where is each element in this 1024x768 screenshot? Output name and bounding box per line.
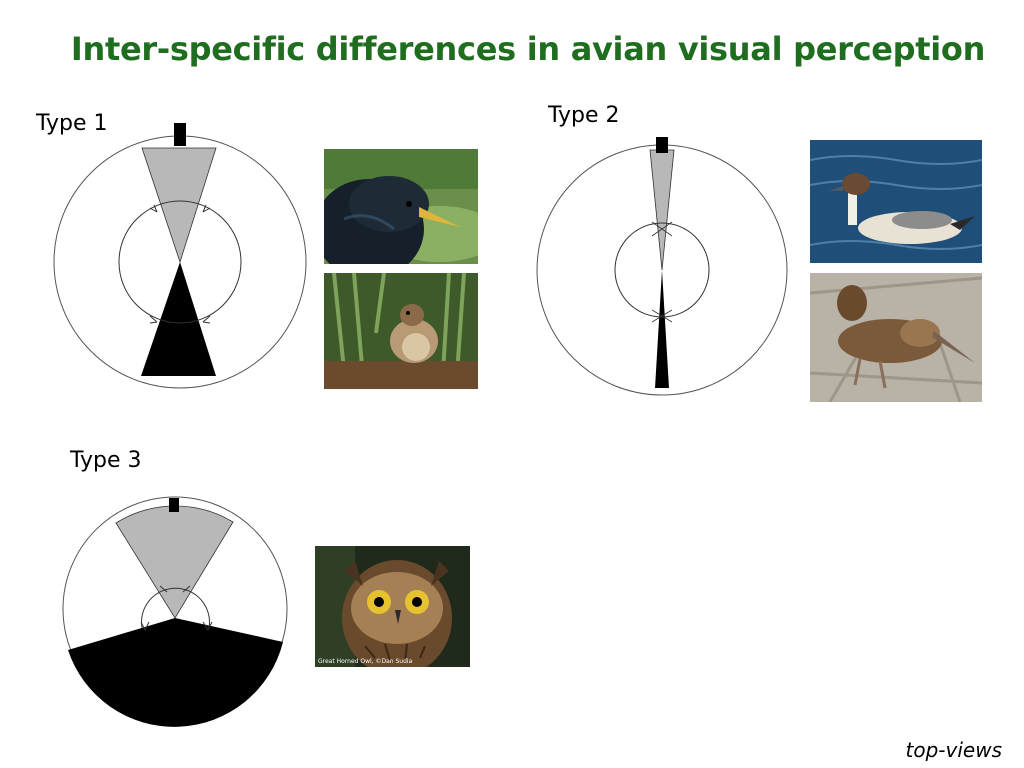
type-3-label: Type 3 (70, 448, 142, 473)
type-1-inner-circle (118, 200, 242, 324)
type-3-visual-field-diagram (62, 496, 288, 727)
type-1-arrow (149, 204, 158, 213)
type-2-arrow (651, 309, 673, 323)
type-1-label: Type 1 (36, 111, 108, 136)
owl-photo-credit: Great Horned Owl, ©Dan Sudia (318, 658, 413, 665)
type-1-visual-field-diagram (53, 123, 307, 389)
type-2-visual-field-diagram (536, 137, 788, 396)
type-3-blind-area (68, 618, 283, 727)
type-1-arrow (149, 315, 158, 324)
type-1-arrow (202, 204, 211, 213)
type-2-arrow (651, 221, 673, 237)
type-1-binocular-field (141, 147, 217, 264)
starling-photo (324, 149, 478, 264)
type-1-arrow (202, 315, 211, 324)
type-2-bill-marker (656, 137, 668, 153)
woodcock-photo (810, 273, 982, 402)
type-3-bill-marker (169, 498, 179, 512)
type-3-arrow (159, 585, 191, 593)
type-3-inner-arc (141, 587, 210, 629)
lark-photo (324, 273, 478, 389)
type-1-bill-marker (174, 123, 186, 146)
type-2-label: Type 2 (548, 103, 620, 128)
page-title: Inter-specific differences in avian visu… (70, 30, 986, 68)
type-2-blind-area (655, 270, 669, 388)
type-3-arrow (140, 621, 213, 632)
type-3-binocular-field (115, 505, 234, 619)
type-2-inner-circle (614, 222, 710, 318)
owl-photo: Great Horned Owl, ©Dan Sudia (315, 546, 470, 667)
type-1-blind-area (141, 262, 216, 376)
footer-note: top-views (905, 738, 1002, 762)
pintail-duck-photo (810, 140, 982, 263)
